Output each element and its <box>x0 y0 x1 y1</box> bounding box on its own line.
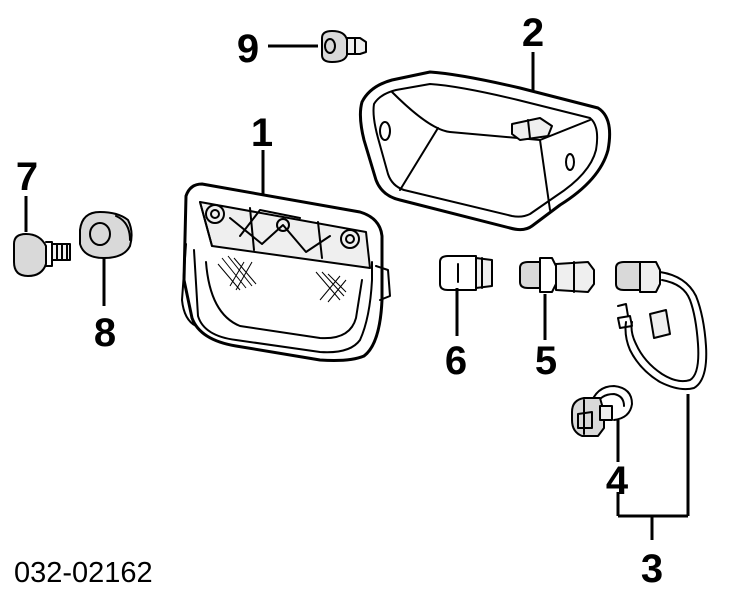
callout-6: 6 <box>445 339 467 383</box>
part-3-harness <box>615 261 708 540</box>
part-8-grommet <box>79 211 133 306</box>
callout-4: 4 <box>606 459 629 503</box>
part-6-bulb <box>439 255 493 336</box>
part-5-socket <box>519 257 595 340</box>
callout-7: 7 <box>16 155 38 199</box>
part-7-screw <box>13 196 71 277</box>
part-2-housing <box>358 52 612 232</box>
part-1-lamp-assembly <box>181 150 391 362</box>
callout-9: 9 <box>237 27 259 71</box>
part-9-clip <box>268 30 367 63</box>
callout-8: 8 <box>94 311 116 355</box>
part-4-socket <box>571 385 633 516</box>
callout-2: 2 <box>522 11 544 55</box>
callout-5: 5 <box>535 339 557 383</box>
callout-1: 1 <box>251 111 273 155</box>
part-code-label: 032-02162 <box>14 557 153 589</box>
callout-3: 3 <box>641 547 663 591</box>
